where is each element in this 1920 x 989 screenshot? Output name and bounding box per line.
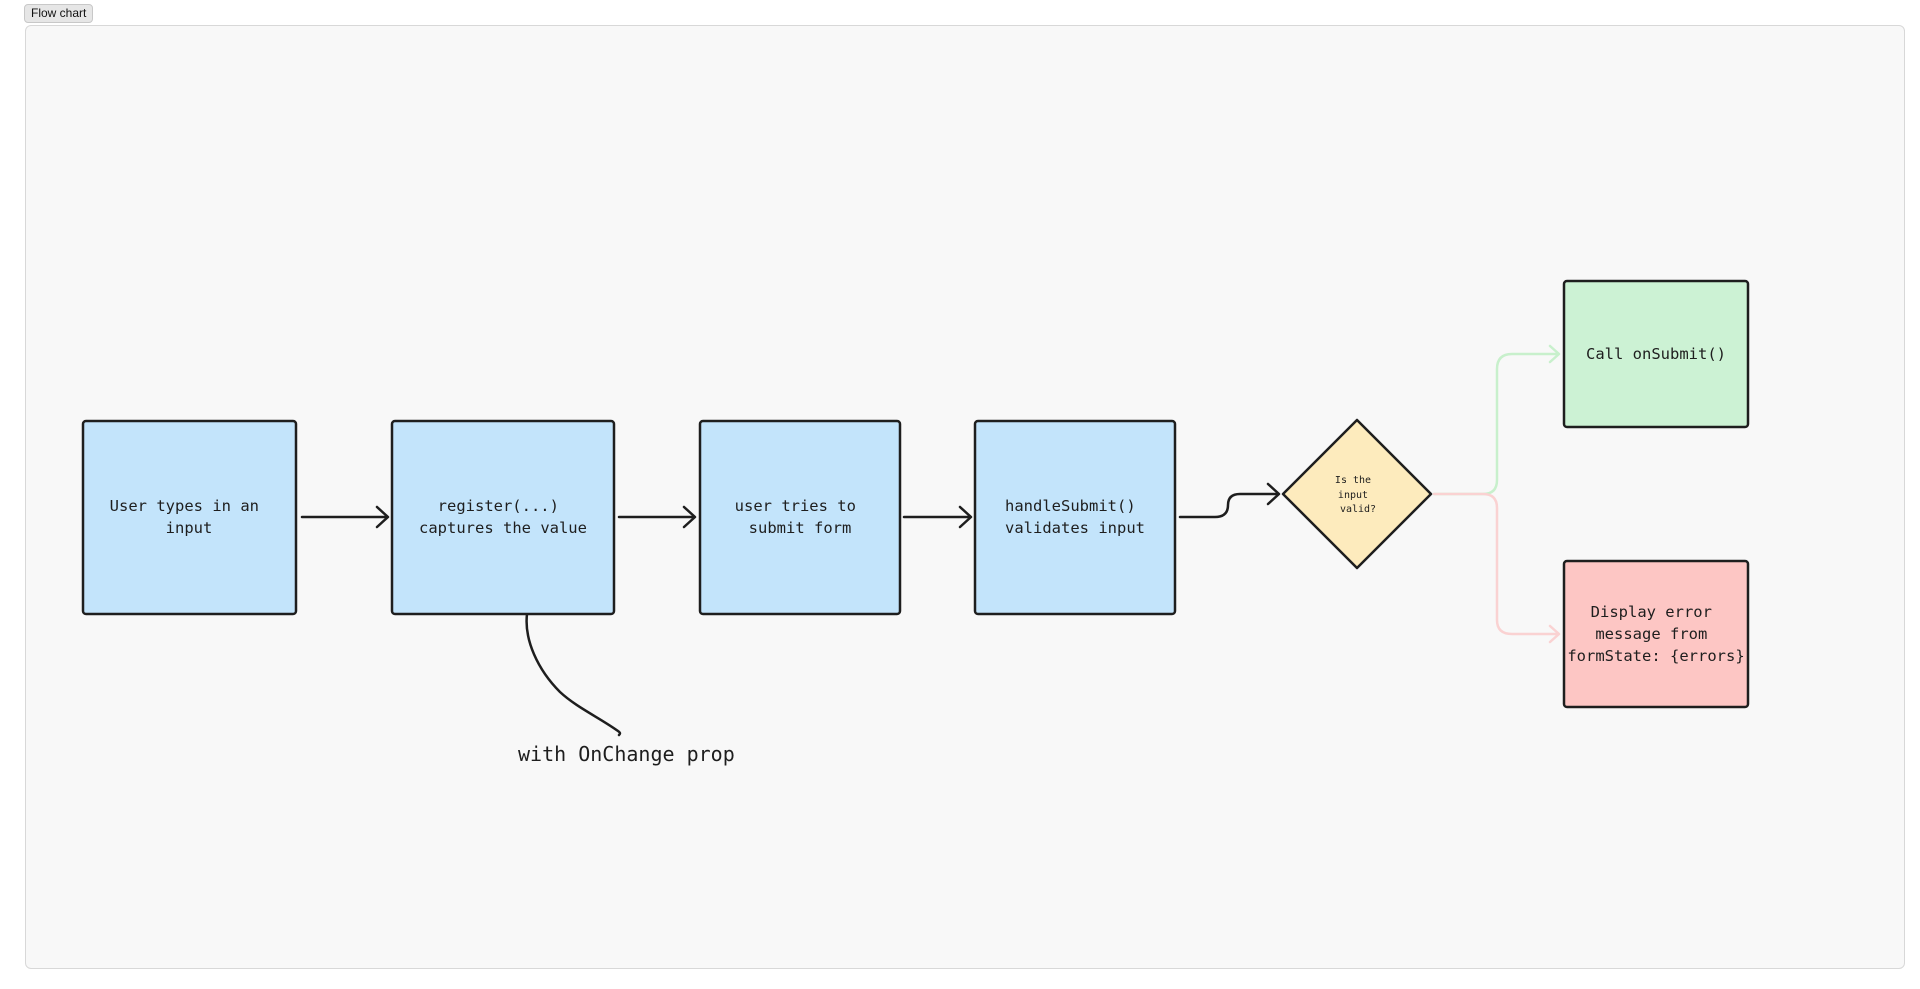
node-handle-submit-box: [973, 419, 1177, 616]
node-call-on-submit[interactable]: Call onSubmit(): [1562, 279, 1750, 429]
node-display-error-box: [1562, 559, 1750, 709]
node-decision-label: Is the input valid?: [1335, 475, 1377, 515]
node-user-types-box: [81, 419, 298, 616]
arrow-register-to-user-submits: [617, 505, 697, 529]
connectors: [300, 344, 1561, 737]
node-user-types-input[interactable]: User types in an input: [81, 419, 298, 616]
arrow-decision-to-call-on-submit: [1432, 344, 1561, 496]
node-call-on-submit-box: [1562, 279, 1750, 429]
node-decision-input-valid[interactable]: Is the input valid?: [1281, 418, 1433, 570]
node-register-label: register(...) captures the value: [419, 497, 587, 537]
arrow-user-types-to-register: [300, 505, 390, 529]
node-display-error[interactable]: Display error message from formState: {e…: [1562, 559, 1750, 709]
node-user-types-label: User types in an input: [110, 497, 269, 537]
flow-chart-tab-button[interactable]: Flow chart: [24, 4, 94, 23]
node-handle-submit[interactable]: handleSubmit() validates input: [973, 419, 1177, 616]
diagram-canvas[interactable]: [25, 25, 1905, 969]
node-register[interactable]: register(...) captures the value: [390, 419, 616, 616]
node-call-on-submit-label: Call onSubmit(): [1586, 345, 1726, 363]
node-user-submits-form[interactable]: user tries to submit form: [698, 419, 902, 616]
annotation-connector-curve: [525, 612, 622, 737]
node-handle-submit-label: handleSubmit() validates input: [1005, 497, 1145, 537]
node-user-submits-box: [698, 419, 902, 616]
node-register-box: [390, 419, 616, 616]
arrow-handle-submit-to-decision: [1178, 482, 1281, 519]
node-user-submits-label: user tries to submit form: [735, 497, 866, 537]
annotation-onchange-prop: with OnChange prop: [518, 742, 735, 766]
node-decision-diamond: [1281, 418, 1433, 570]
arrow-user-submits-to-handle-submit: [902, 505, 973, 529]
node-display-error-label: Display error message from formState: {e…: [1567, 603, 1744, 665]
arrow-decision-to-display-error: [1432, 492, 1561, 644]
